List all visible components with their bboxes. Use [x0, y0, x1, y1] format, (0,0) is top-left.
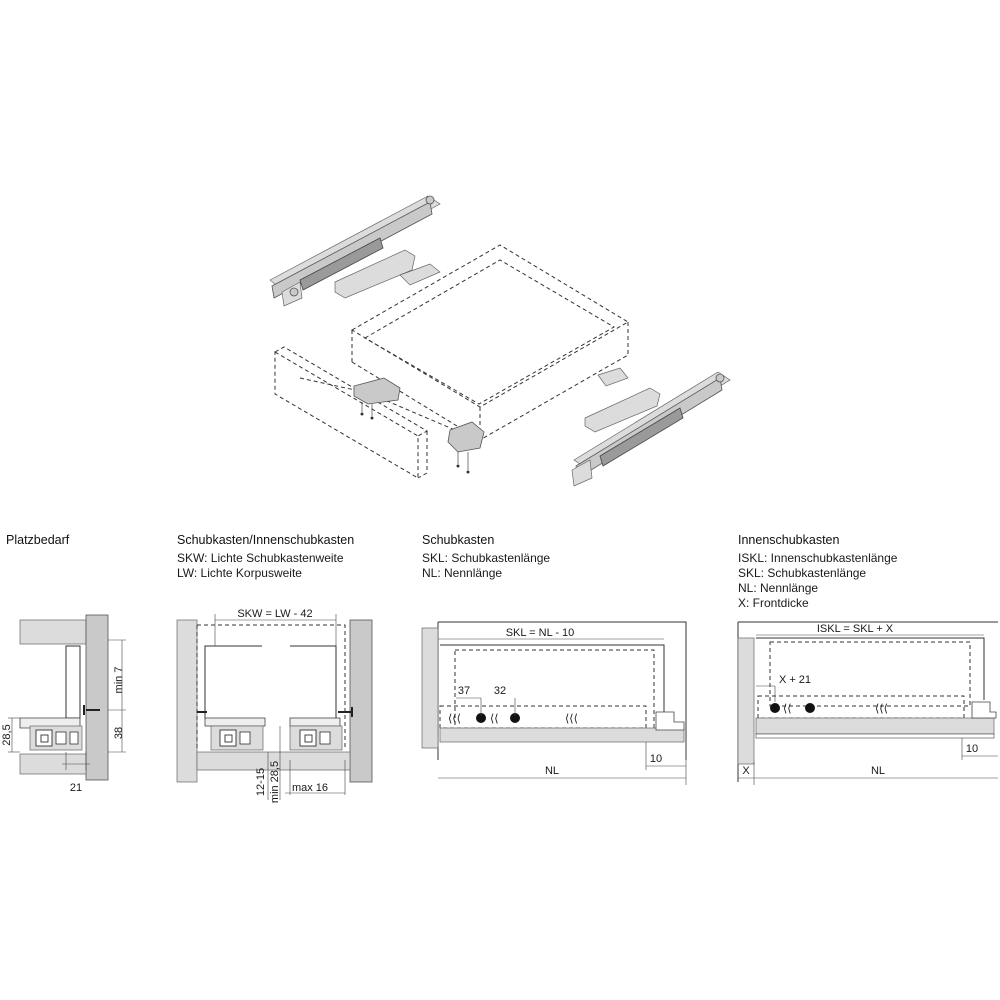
front-coupling-left [353, 377, 401, 420]
dim-min-28-5: min 28,5 [269, 761, 281, 803]
runner-section-right [289, 725, 343, 751]
schubkasten-innen-drawing [176, 614, 373, 800]
innenschubkasten-title: Innenschubkasten [738, 533, 840, 547]
cabinet-side-panel [85, 614, 109, 781]
schubkasten-innen-legend-1: SKW: Lichte Schubkastenweite [177, 551, 344, 565]
runner-rail [439, 727, 685, 743]
runner-rail-inner [755, 717, 995, 735]
schubkasten-innen-title: Schubkasten/Innenschubkasten [177, 533, 354, 547]
dim-x-plus-21: X + 21 [779, 674, 811, 686]
runner-section-left [210, 725, 264, 751]
dowel-hole-2 [510, 713, 520, 723]
drawer-front-panel [421, 627, 439, 749]
cabinet-bottom [196, 751, 351, 771]
dim-21: 21 [70, 782, 82, 794]
platzbedarf-drawing [8, 614, 126, 781]
dim-max16: max 16 [292, 782, 328, 794]
isometric-assembly [269, 195, 731, 487]
dim-nl: NL [545, 765, 559, 777]
dim-10: 10 [650, 753, 662, 765]
dim-x: X [742, 765, 750, 777]
dowel-hole-inner-2 [805, 703, 815, 713]
dim-nl-inner: NL [871, 765, 885, 777]
left-cabinet-panel [176, 619, 198, 783]
schubkasten-legend-2: NL: Nennlänge [422, 566, 502, 580]
innenschubkasten-drawing: ⟨⟨ ⟨⟨⟨ [737, 621, 998, 785]
innenschubkasten-legend-1: ISKL: Innenschubkastenlänge [738, 551, 898, 565]
svg-text:⟨⟨: ⟨⟨ [783, 703, 792, 715]
drawer-side-wall [65, 645, 81, 719]
dim-28-5: 28,5 [1, 724, 13, 745]
dim-iskl-formula: ISKL = SKL + X [817, 623, 894, 635]
schubkasten-legend-1: SKL: Schubkastenlänge [422, 551, 550, 565]
dim-10-inner: 10 [966, 743, 978, 755]
screw-icon-right [338, 707, 353, 717]
innenschubkasten-legend-4: X: Frontdicke [738, 596, 809, 610]
dowel-hole-1 [476, 713, 486, 723]
screw-icon [83, 705, 100, 715]
dowel-hole-inner-1 [770, 703, 780, 713]
innenschubkasten-legend-3: NL: Nennlänge [738, 581, 818, 595]
svg-text:⟨⟨: ⟨⟨ [490, 713, 499, 725]
front-coupling-right [447, 421, 485, 474]
cabinet-front-edge [737, 637, 755, 765]
svg-text:⟨⟨⟨: ⟨⟨⟨ [875, 703, 888, 715]
runner-left [269, 195, 441, 307]
cabinet-top-panel [19, 619, 87, 645]
drawer-front-outline [274, 346, 456, 479]
platzbedarf-title: Platzbedarf [6, 533, 70, 547]
dim-37: 37 [458, 685, 470, 697]
schubkasten-innen-legend-2: LW: Lichte Korpusweite [177, 566, 302, 580]
right-cabinet-panel [349, 619, 373, 783]
dim-skw-formula: SKW = LW - 42 [237, 608, 312, 620]
dim-min7: min 7 [113, 667, 125, 694]
runner-profile-section [29, 725, 83, 751]
dim-skl-formula: SKL = NL - 10 [506, 627, 575, 639]
dim-38: 38 [113, 727, 125, 739]
runner-right [571, 367, 731, 487]
dim-12-15: 12-15 [255, 768, 267, 796]
schubkasten-title: Schubkasten [422, 533, 494, 547]
svg-text:⟨⟨⟨: ⟨⟨⟨ [565, 713, 578, 725]
dim-32: 32 [494, 685, 506, 697]
schubkasten-drawing: ⟨⟨⟨ ⟨⟨ ⟨⟨⟨ [421, 621, 687, 785]
svg-text:⟨⟨⟨: ⟨⟨⟨ [448, 713, 461, 725]
innenschubkasten-legend-2: SKL: Schubkastenlänge [738, 566, 866, 580]
